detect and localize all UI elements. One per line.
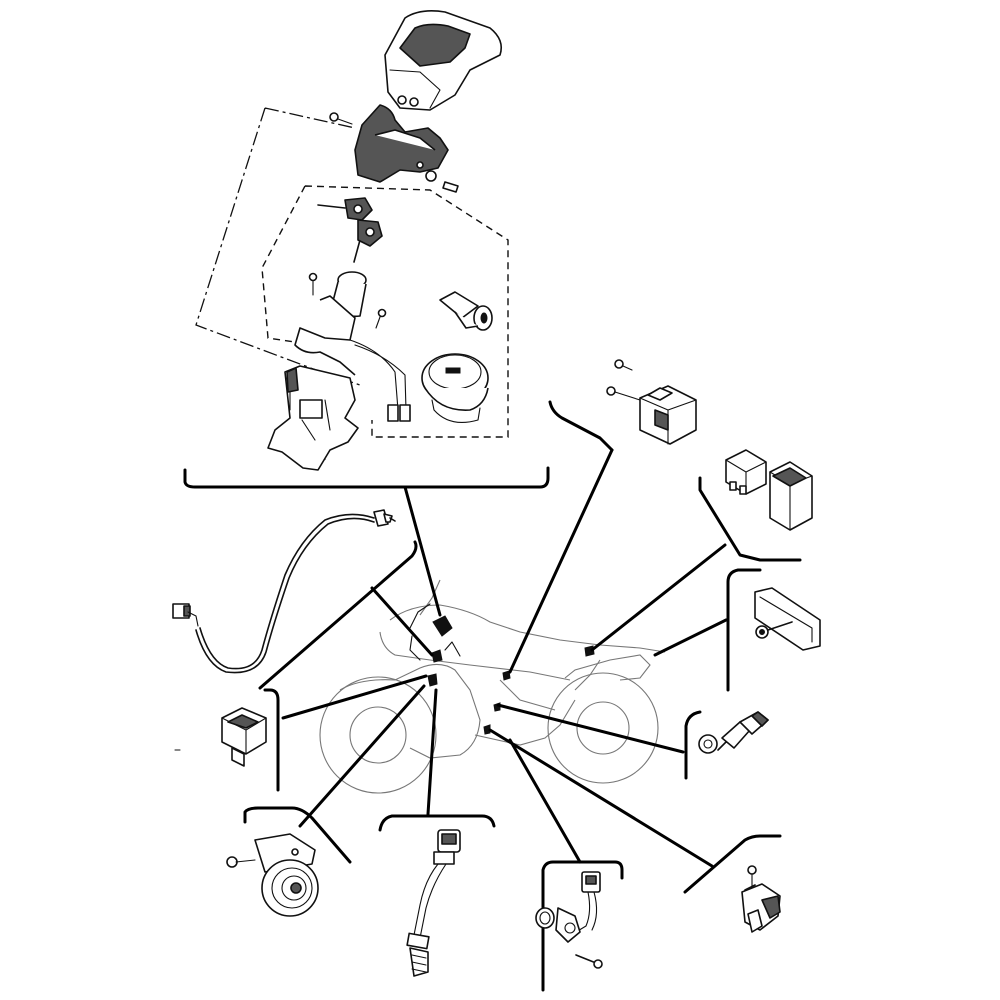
ignition-switch-icon <box>294 271 411 422</box>
handle-cover-icon <box>384 10 503 111</box>
relay-pair-group <box>698 449 813 562</box>
callout-bracket <box>698 476 802 562</box>
callout-bracket <box>243 806 352 864</box>
plate-sensor-icon <box>754 587 821 651</box>
callout-bracket <box>726 568 762 692</box>
ignition-cover-icon <box>354 104 449 183</box>
horn-group <box>226 806 352 917</box>
temperature-sensor-group <box>684 710 769 780</box>
relay-icon <box>606 359 697 445</box>
motorcycle-outline <box>319 579 666 794</box>
plate-sensor-group <box>726 568 821 692</box>
speed-sensor-group <box>535 860 624 992</box>
horn-icon <box>226 833 319 917</box>
group-bracket-line <box>183 466 550 489</box>
callout-bracket <box>541 860 624 992</box>
relay-icon <box>221 707 267 767</box>
screw-icon <box>329 112 459 193</box>
key-set-boundary <box>261 185 509 438</box>
callout-bracket <box>684 710 702 780</box>
relay-pair-icon <box>725 449 813 531</box>
fuel-cap-icon <box>421 353 489 423</box>
oxygen-sensor-group <box>378 814 496 977</box>
speed-sensor-icon <box>535 871 603 969</box>
left-relay-group <box>221 688 280 792</box>
bracket-icon <box>267 365 359 471</box>
crank-sensor-group <box>683 834 782 933</box>
brake-switch-group <box>172 509 418 690</box>
callout-bracket <box>263 688 280 792</box>
crank-sensor-icon <box>741 865 781 933</box>
brake-switch-icon <box>172 509 396 674</box>
temperature-sensor-icon <box>698 711 769 754</box>
callout-bracket <box>258 540 418 690</box>
ignition-lock-group <box>183 10 550 489</box>
relay-assembly-group <box>548 359 697 452</box>
leader-lines <box>281 448 728 868</box>
oxygen-sensor-icon <box>406 829 461 977</box>
callout-bracket <box>683 834 782 894</box>
callout-bracket <box>548 400 614 452</box>
seat-lock-icon <box>439 291 493 331</box>
key-icon <box>317 197 383 263</box>
callout-bracket <box>378 814 496 832</box>
